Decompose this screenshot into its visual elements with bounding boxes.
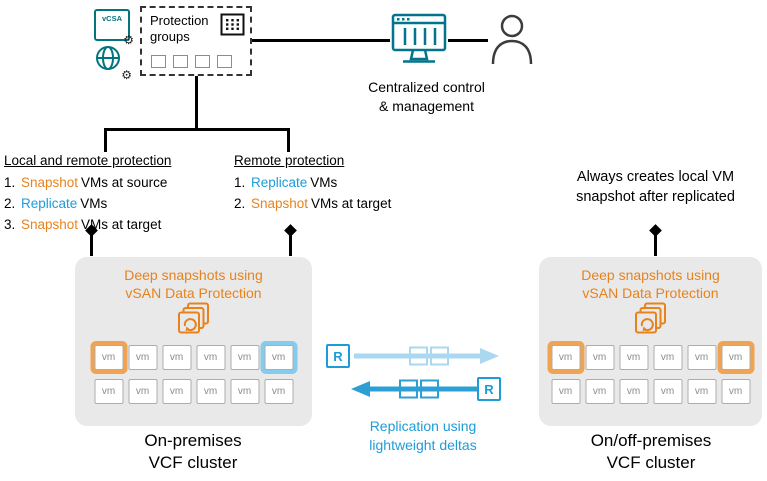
mini-vm-icon xyxy=(217,55,232,68)
diamond-connector xyxy=(283,224,297,256)
monitor-icon xyxy=(390,12,448,71)
item-number: 1. xyxy=(234,175,246,190)
mini-vm-icon xyxy=(173,55,188,68)
connector-line xyxy=(287,128,290,152)
vm-tile: vm xyxy=(196,379,225,404)
vm-tile: vm xyxy=(619,379,648,404)
item-action: Snapshot xyxy=(251,196,309,211)
off-premises-label: On/off-premises VCF cluster xyxy=(590,431,712,472)
vm-tile: vm xyxy=(162,345,191,370)
item-number: 2. xyxy=(234,196,246,211)
vcsa-label: vCSA xyxy=(101,14,122,23)
vm-tile: vm xyxy=(162,379,191,404)
vm-tile: vm xyxy=(230,379,259,404)
vm-tile: vm xyxy=(128,379,157,404)
mini-vm-icon xyxy=(151,55,166,68)
vm-tile: vm xyxy=(264,379,293,404)
replication-badge: R xyxy=(477,377,501,401)
item-text: VMs at source xyxy=(81,175,168,190)
replication-arrow-left xyxy=(348,374,498,409)
connector-line xyxy=(104,128,107,152)
item-action: Snapshot xyxy=(21,217,79,232)
replication-arrow-right xyxy=(352,341,502,376)
vm-tile: vm xyxy=(687,379,716,404)
protection-group-vm-row xyxy=(151,55,239,68)
off-premises-cluster-box: Deep snapshots using vSAN Data Protectio… xyxy=(539,257,762,426)
vm-tile: vm xyxy=(687,345,716,370)
vcsa-appliance-icon: vCSA ⚙ xyxy=(94,9,134,46)
vm-tile: vm xyxy=(196,345,225,370)
cluster-caption: Deep snapshots using vSAN Data Protectio… xyxy=(581,267,720,301)
vm-tile: vm xyxy=(619,345,648,370)
item-action: Replicate xyxy=(21,196,78,211)
diamond-connector xyxy=(648,224,662,256)
connector-line xyxy=(104,128,290,131)
vm-tile: vm xyxy=(551,379,580,404)
snapshot-stack-icon xyxy=(634,302,666,334)
item-text: VMs xyxy=(80,196,108,211)
replication-label: Replication using lightweight deltas xyxy=(369,418,477,453)
vm-tile: vm xyxy=(585,379,614,404)
globe-icon xyxy=(96,46,120,70)
on-premises-label: On-premises VCF cluster xyxy=(144,431,242,472)
diamond-connector xyxy=(84,224,98,256)
on-premises-cluster-box: Deep snapshots using vSAN Data Protectio… xyxy=(75,257,312,426)
gear-icon: ⚙ xyxy=(123,33,134,47)
protection-groups-box: Protection groups xyxy=(140,6,252,76)
group-grid-icon xyxy=(220,13,245,36)
diamond-icon xyxy=(648,224,662,237)
column-title: Local and remote protection xyxy=(4,153,172,168)
vm-tile: vm xyxy=(94,379,123,404)
item-number: 3. xyxy=(4,217,16,232)
connector-line xyxy=(195,76,198,130)
mini-vm-icon xyxy=(195,55,210,68)
item-action: Replicate xyxy=(251,175,308,190)
vm-tile: vm xyxy=(128,345,157,370)
column-title: Remote protection xyxy=(234,153,345,168)
replication-note: Always creates local VM snapshot after r… xyxy=(576,169,735,205)
cluster-caption: Deep snapshots using vSAN Data Protectio… xyxy=(124,267,263,301)
diamond-icon xyxy=(283,224,297,237)
gear-icon: ⚙ xyxy=(121,68,132,82)
vsphere-appliance-icon: ⚙ xyxy=(94,44,132,81)
item-text: VMs at target xyxy=(81,217,162,232)
snapshot-stack-icon xyxy=(177,302,209,334)
vm-tile: vm xyxy=(653,345,682,370)
vm-tile: vm xyxy=(585,345,614,370)
protection-groups-label: Protection groups xyxy=(150,13,209,44)
connector-line xyxy=(252,39,390,42)
vm-tile: vm xyxy=(94,345,123,370)
item-number: 2. xyxy=(4,196,16,211)
vm-tile: vm xyxy=(551,345,580,370)
vm-tile: vm xyxy=(264,345,293,370)
central-management-label: Centralized control & management xyxy=(368,79,485,114)
user-icon xyxy=(489,13,535,70)
diamond-icon xyxy=(84,224,98,237)
vm-tile: vm xyxy=(721,345,750,370)
connector-line xyxy=(448,39,488,42)
replication-badge: R xyxy=(326,344,350,368)
vm-tile: vm xyxy=(653,379,682,404)
item-action: Snapshot xyxy=(21,175,79,190)
item-text: VMs at target xyxy=(311,196,392,211)
vm-tile: vm xyxy=(721,379,750,404)
item-number: 1. xyxy=(4,175,16,190)
vm-tile: vm xyxy=(230,345,259,370)
item-text: VMs xyxy=(310,175,338,190)
